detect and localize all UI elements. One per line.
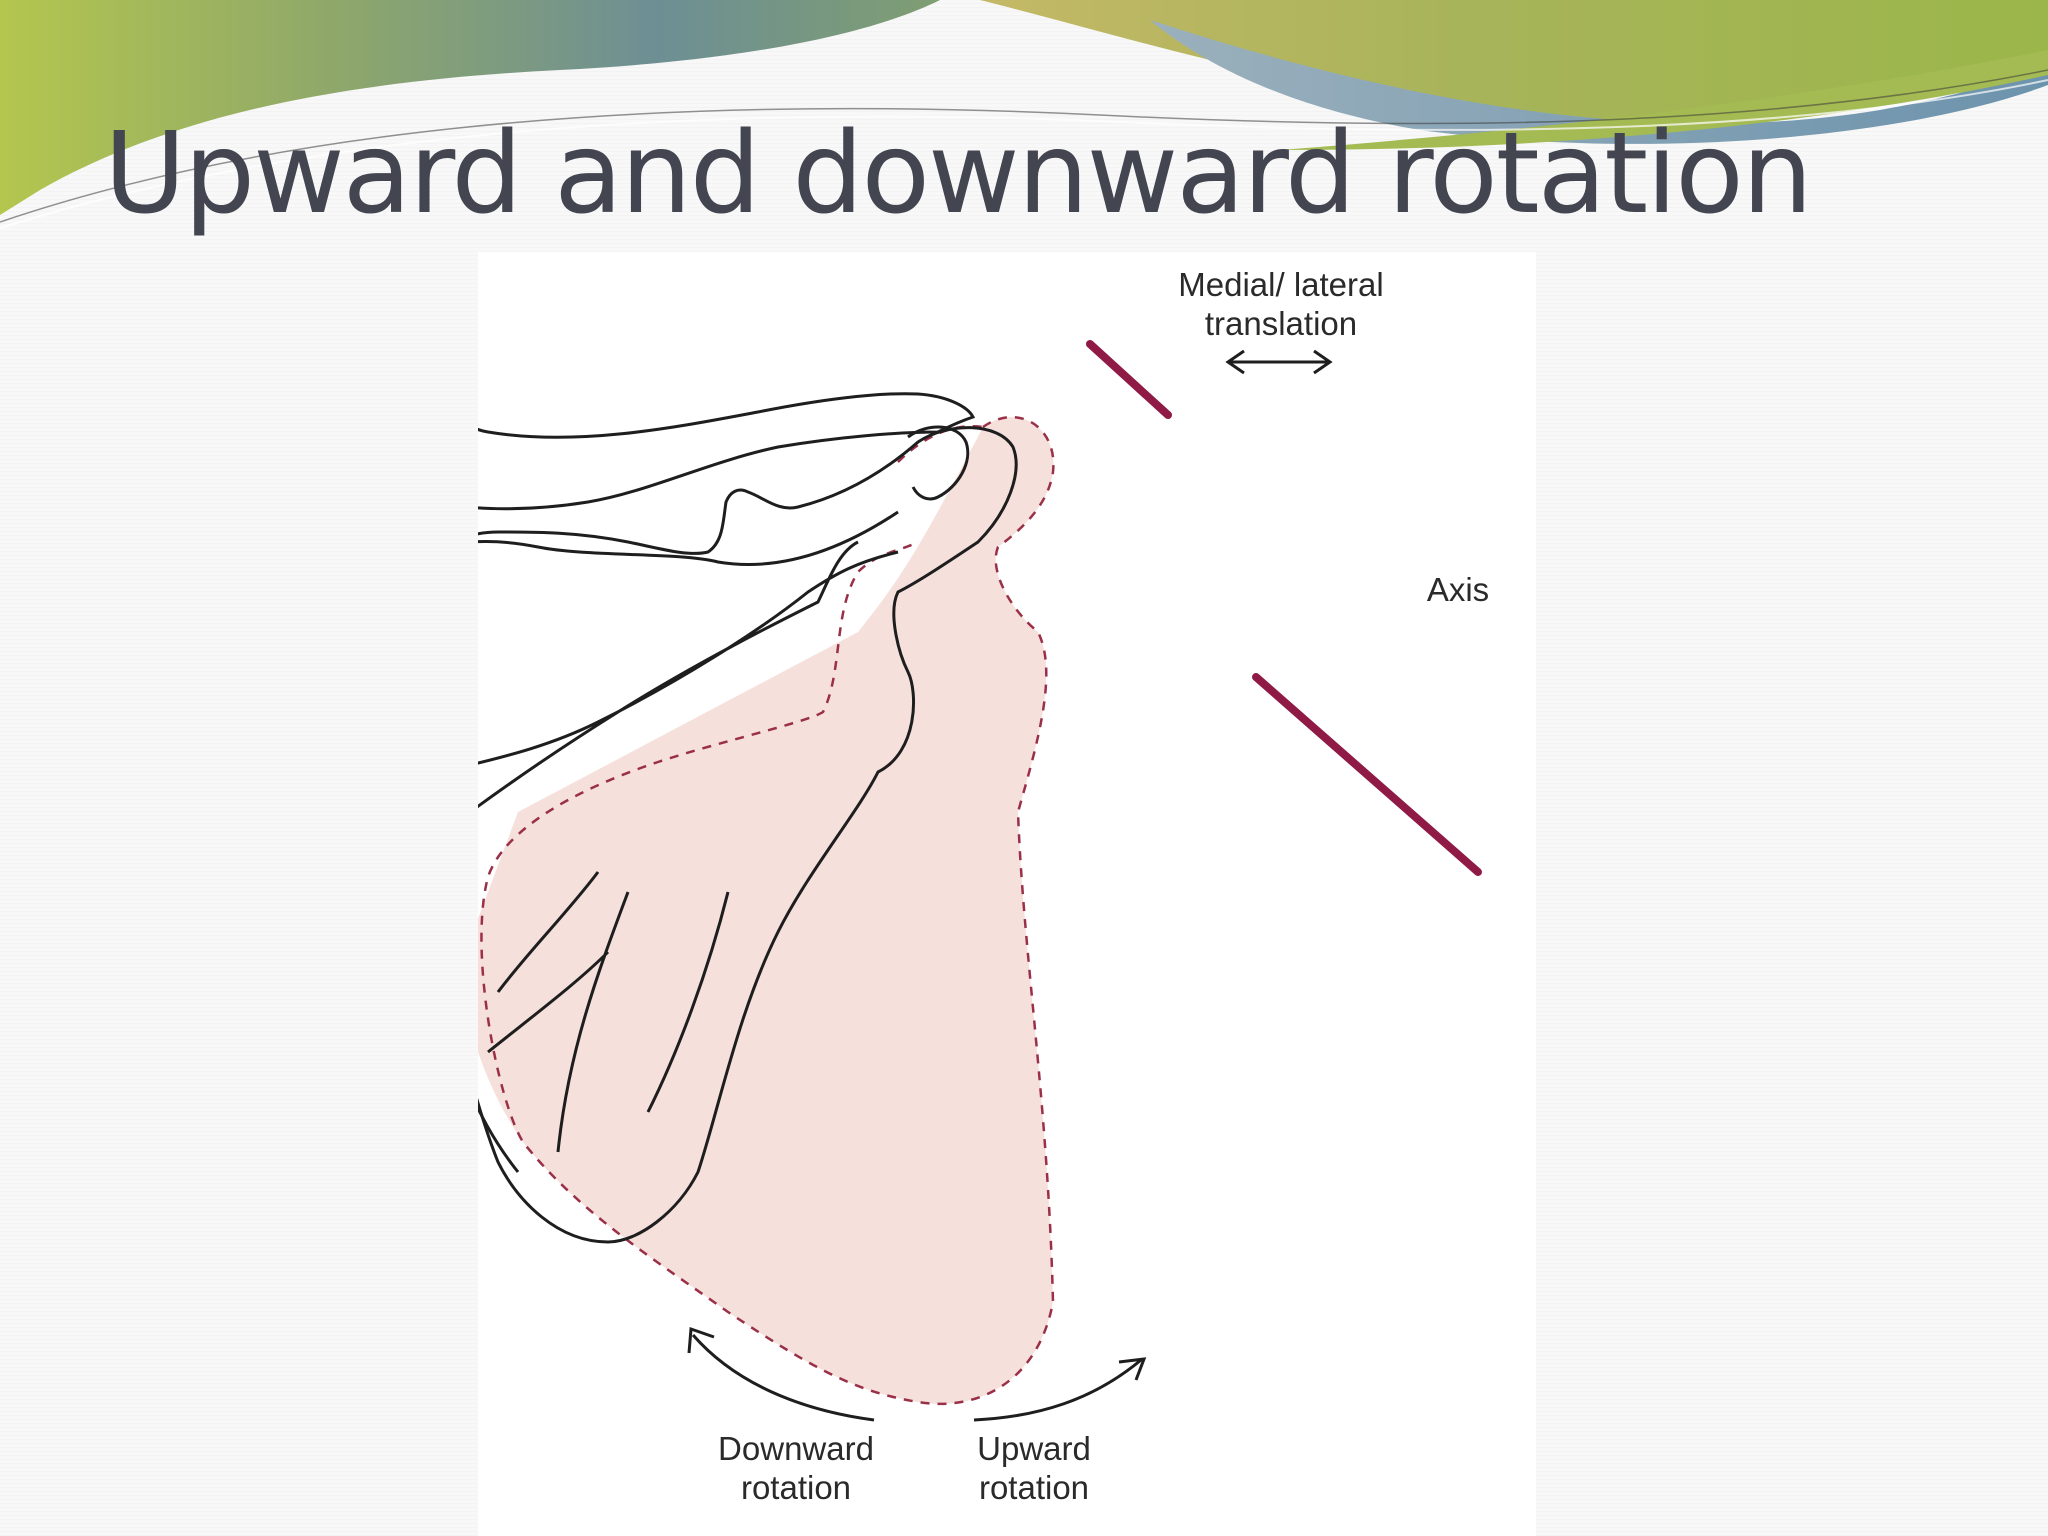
- rotated-acromion-dashed: [897, 424, 984, 463]
- label-upward-line2: rotation: [978, 1469, 1090, 1506]
- slide-title: Upward and downward rotation: [104, 109, 1813, 239]
- banner-left-wave: [0, 0, 940, 215]
- banner-blue-wave: [1150, 20, 2048, 144]
- coracoid-process: [907, 425, 970, 501]
- rotation-axis-line: [1252, 673, 1482, 876]
- scapula-rotation-figure: Medial/ lateral translation Axis Downwar…: [478, 252, 1536, 1536]
- label-medial-lateral-line2: translation: [1204, 305, 1358, 342]
- banner-thin-line: [0, 69, 2048, 223]
- label-axis: Axis: [1426, 571, 1490, 608]
- label-upward-rotation: Upward rotation: [944, 1429, 1124, 1507]
- label-downward-line2: rotation: [740, 1469, 852, 1506]
- label-downward-rotation: Downward rotation: [696, 1429, 896, 1507]
- rotated-scapula-shading: [478, 417, 1054, 1404]
- banner-top-right-wave: [980, 0, 2048, 125]
- header-wave-banner: [0, 0, 2048, 229]
- scapula-outline: [478, 426, 1018, 1244]
- rotation-axis-line-upper: [1086, 340, 1172, 419]
- label-medial-lateral-line1: Medial/ lateral: [1178, 266, 1384, 303]
- upward-rotation-arrow: [973, 1357, 1147, 1422]
- translation-arrow: [1225, 349, 1333, 375]
- downward-rotation-arrow: [687, 1326, 875, 1422]
- scapula-diagram-svg: [478, 340, 1482, 1422]
- rotated-scapula-dashed-outline: [480, 415, 1055, 1406]
- clavicle-outline: [478, 392, 976, 511]
- banner-green-sweep: [1280, 50, 2048, 150]
- label-downward-line1: Downward: [718, 1430, 874, 1467]
- scapula-spine: [478, 510, 899, 809]
- label-medial-lateral: Medial/ lateral translation: [1146, 265, 1416, 343]
- scapula-body-lines: [478, 871, 730, 1173]
- label-upward-line1: Upward: [977, 1430, 1091, 1467]
